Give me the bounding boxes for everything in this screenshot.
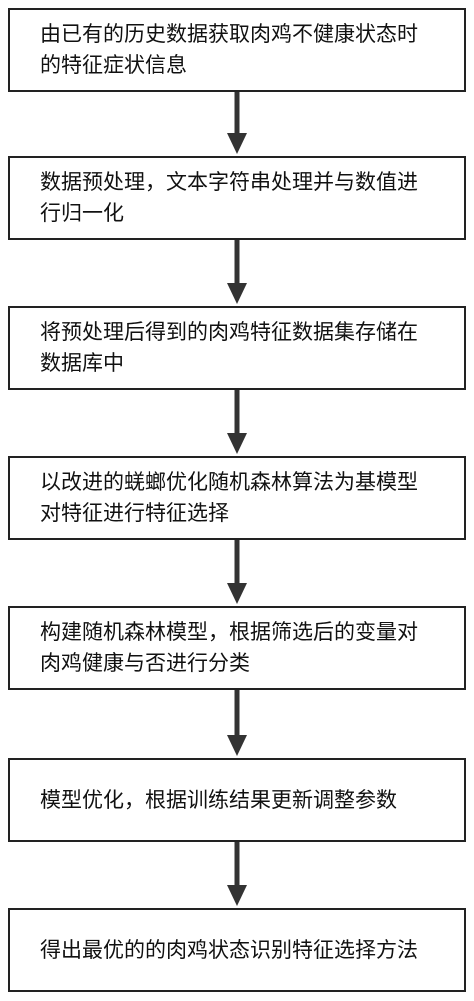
step-6-text: 模型优化，根据训练结果更新调整参数	[40, 787, 397, 812]
arrow-4-to-5	[227, 540, 247, 604]
step-7-text: 得出最优的的肉鸡状态识别特征选择方法	[40, 937, 418, 962]
step-2-text: 数据预处理，文本字符串处理并与数值进行归一化	[40, 170, 418, 225]
step-3-box: 将预处理后得到的肉鸡特征数据集存储在数据库中	[8, 306, 466, 390]
step-1-text: 由已有的历史数据获取肉鸡不健康状态时的特征症状信息	[40, 22, 418, 77]
arrow-1-to-2	[227, 92, 247, 154]
arrow-2-to-3	[227, 240, 247, 304]
step-2-box: 数据预处理，文本字符串处理并与数值进行归一化	[8, 156, 466, 240]
step-3-text: 将预处理后得到的肉鸡特征数据集存储在数据库中	[40, 320, 418, 375]
step-4-box: 以改进的蜣螂优化随机森林算法为基模型对特征进行特征选择	[8, 456, 466, 540]
step-6-box: 模型优化，根据训练结果更新调整参数	[8, 758, 466, 842]
arrow-6-to-7	[227, 842, 247, 906]
arrow-3-to-4	[227, 390, 247, 454]
step-1-box: 由已有的历史数据获取肉鸡不健康状态时的特征症状信息	[8, 8, 466, 92]
step-5-box: 构建随机森林模型，根据筛选后的变量对肉鸡健康与否进行分类	[8, 606, 466, 690]
arrow-5-to-6	[227, 690, 247, 756]
step-5-text: 构建随机森林模型，根据筛选后的变量对肉鸡健康与否进行分类	[40, 620, 418, 675]
step-4-text: 以改进的蜣螂优化随机森林算法为基模型对特征进行特征选择	[40, 470, 418, 525]
step-7-box: 得出最优的的肉鸡状态识别特征选择方法	[8, 908, 466, 992]
